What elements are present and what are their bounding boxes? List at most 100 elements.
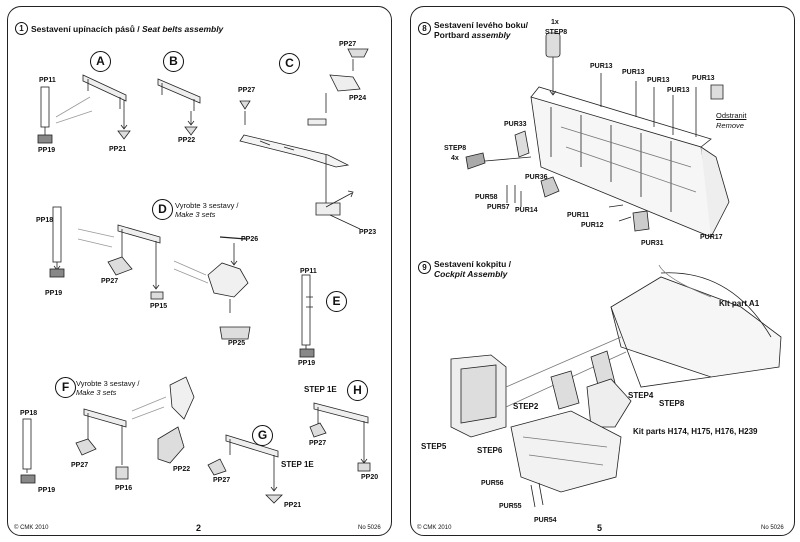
part-label: PP27: [238, 87, 256, 94]
section-9-title: Sestavení kokpitu / Cockpit Assembly: [434, 259, 511, 280]
part-label: PP27: [339, 41, 357, 48]
note-f-en: Make 3 sets: [76, 388, 117, 397]
section-8-title-cz: Portbard: [434, 29, 472, 40]
assembly-h-drawing: [309, 402, 371, 472]
part-label: PP24: [349, 95, 367, 102]
note-d-cz: Vyrobte 3 sestavy /: [175, 201, 239, 210]
section-8-number: 8: [418, 22, 431, 35]
footer-code: No 5026: [358, 525, 381, 531]
subassembly-f-marker: F: [55, 377, 76, 398]
assembly-g-drawing: [207, 434, 283, 504]
footer-code: No 5026: [761, 525, 784, 531]
remove-note-cz: Odstranit: [716, 111, 747, 120]
part-label: PP19: [45, 290, 63, 297]
assembly-f-drawing: [20, 376, 195, 484]
step-label: STEP6: [477, 446, 503, 455]
kit-parts-label: Kit parts H174, H175, H176, H239: [633, 427, 758, 436]
step-label: STEP5: [421, 442, 447, 451]
note-f-cz: Vyrobte 3 sestavy /: [76, 379, 140, 388]
step-label: STEP2: [513, 402, 539, 411]
cockpit-drawing: [450, 264, 782, 508]
section-1-title: Sestavení upínacích pásů / Seat belts as…: [31, 24, 223, 35]
part-label: PUR36: [525, 174, 548, 181]
part-label: PUR31: [641, 240, 664, 247]
footer-copyright: © CMK 2010: [417, 525, 452, 531]
note-d-en: Make 3 sets: [175, 210, 216, 219]
section-1-title-cz: Sestavení upínacích pásů /: [31, 24, 143, 34]
section-9-number: 9: [418, 261, 431, 274]
part-label: PP20: [361, 474, 379, 481]
part-label: PP22: [178, 137, 196, 144]
subassembly-d-marker: D: [152, 199, 173, 220]
subassembly-g-marker: G: [252, 425, 273, 446]
part-label: PP18: [36, 217, 54, 224]
section-1-number: 1: [15, 22, 28, 35]
part-label: PP16: [115, 485, 133, 492]
part-label: PUR14: [515, 207, 538, 214]
part-label: PUR13: [622, 69, 645, 76]
part-label: PP11: [39, 77, 56, 84]
part-label: PUR57: [487, 204, 510, 211]
part-label: PUR17: [700, 234, 723, 241]
part-label: PUR56: [481, 480, 504, 487]
quantity-label: 1x: [551, 19, 559, 26]
page-number: 2: [196, 523, 202, 533]
section-9-title-line1: Sestavení kokpitu /: [434, 259, 511, 269]
assembly-c-drawing: [239, 48, 369, 230]
step-label: STEP 1E: [281, 460, 314, 469]
instruction-page-left: 1 Sestavení upínacích pásů / Seat belts …: [7, 6, 392, 536]
part-label: PP15: [150, 303, 168, 310]
subassembly-c-marker: C: [279, 53, 300, 74]
part-label: PP27: [101, 278, 119, 285]
part-label: PP19: [298, 360, 316, 367]
step-label: STEP8: [444, 145, 467, 152]
step-label: STEP8: [545, 29, 568, 36]
assembly-a-drawing: [37, 74, 131, 144]
part-label: PP26: [241, 236, 259, 243]
part-label: PP21: [109, 146, 127, 153]
part-label: PP25: [228, 340, 246, 347]
instruction-page-right: 8 Sestavení levého boku/ Portbard assemb…: [410, 6, 795, 536]
part-label: PP21: [284, 502, 302, 509]
subassembly-e-marker: E: [326, 291, 347, 312]
quantity-label: 4x: [451, 155, 459, 162]
kit-part-label: Kit part A1: [719, 299, 760, 308]
part-label: PUR13: [647, 77, 670, 84]
part-label: PP19: [38, 487, 56, 494]
part-label: PUR11: [567, 212, 590, 219]
assembly-d-drawing: [49, 206, 251, 340]
section-8-title-en: assembly: [471, 29, 511, 40]
page-number: 5: [597, 523, 603, 533]
part-label: PUR33: [504, 121, 527, 128]
part-label: PP27: [309, 440, 327, 447]
fuselage-drawings: [450, 32, 782, 508]
part-label: PP23: [359, 229, 377, 236]
part-label: PP27: [213, 477, 231, 484]
assembly-b-drawing: [157, 78, 201, 136]
part-label: PUR13: [667, 87, 690, 94]
assembly-e-drawing: [299, 274, 315, 358]
part-label: PP27: [71, 462, 89, 469]
section-8-title-line1: Sestavení levého boku/: [434, 20, 529, 30]
part-label: PUR54: [534, 517, 557, 524]
part-label: PUR13: [692, 75, 715, 82]
note-d-make-3-sets: Vyrobte 3 sestavy / Make 3 sets: [175, 201, 239, 219]
part-label: PP18: [20, 410, 38, 417]
seat-belt-drawings: [20, 48, 371, 504]
part-label: PUR12: [581, 222, 604, 229]
section-8-title: Sestavení levého boku/ Portbard assembly: [434, 20, 529, 41]
part-label: PP19: [38, 147, 56, 154]
footer-copyright: © CMK 2010: [14, 525, 49, 531]
part-label: PP11: [300, 268, 317, 275]
part-label: PUR55: [499, 503, 522, 510]
step-label: STEP4: [628, 391, 654, 400]
subassembly-b-marker: B: [163, 51, 184, 72]
part-label: PUR58: [475, 194, 498, 201]
note-f-make-3-sets: Vyrobte 3 sestavy / Make 3 sets: [76, 379, 140, 397]
part-label: PP22: [173, 466, 191, 473]
step-label: STEP 1E: [304, 385, 337, 394]
portside-panel-drawing: [465, 32, 730, 238]
step-label: STEP8: [659, 399, 685, 408]
subassembly-h-marker: H: [347, 380, 368, 401]
subassembly-a-marker: A: [90, 51, 111, 72]
